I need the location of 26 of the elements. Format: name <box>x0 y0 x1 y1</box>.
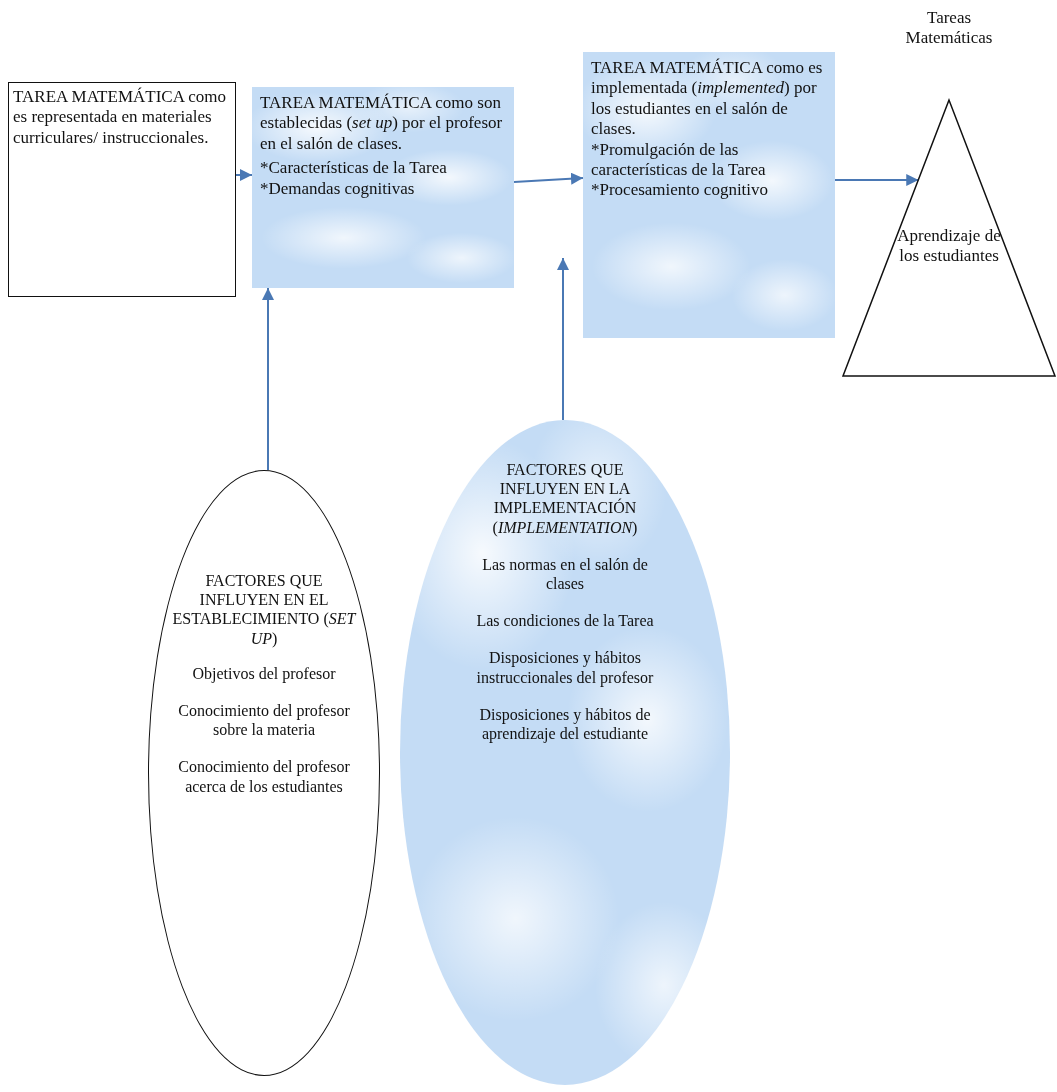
arrow <box>235 169 253 181</box>
box-text: *Promulgación de las características de la Tarea <box>591 139 766 179</box>
task-box <box>583 52 835 338</box>
box-text: Conocimiento del profesor sobre la materia <box>178 701 350 739</box>
arrow <box>834 174 920 186</box>
arrow <box>513 172 584 185</box>
box-text: Conocimiento del profesor acerca de los estudiantes <box>178 758 350 795</box>
box-heading: TAREA MATEMÁTICA como son establecidas (set up) por el profesor en el salón de clases. <box>260 93 503 153</box>
triangle-text: Aprendizaje de los estudiantes <box>897 226 1001 266</box>
box-text: *Procesamiento cognitivo <box>591 180 769 200</box>
task-box <box>8 82 236 297</box>
task-box <box>252 87 514 288</box>
arrow <box>557 257 569 421</box>
box-text: Objetivos del profesor <box>192 664 336 682</box>
box-text: *Demandas cognitivas <box>260 178 415 198</box>
box-text: Disposiciones y hábitos instruccionales del profesor <box>476 649 654 686</box>
box-heading: TAREA MATEMÁTICA como es representada en materiales curriculares/ instruccionales. <box>13 87 227 147</box>
box-heading: FACTORES QUE INFLUYEN EN LA IMPLEMENTACIÓN (IMPLEMENTATION) <box>492 461 638 536</box>
arrow <box>262 287 274 471</box>
box-text: *Características de la Tarea <box>260 158 447 178</box>
triangle-heading: Tareas Matemáticas <box>905 8 993 48</box>
box-text: Las normas en el salón de clases <box>482 555 648 592</box>
box-heading: TAREA MATEMÁTICA como es implementada (implemented) por los estudiantes en el salón de clases. <box>591 58 823 139</box>
box-heading: FACTORES QUE INFLUYEN EN EL ESTABLECIMIENTO (SET UP) <box>172 572 356 647</box>
box-text: Disposiciones y hábitos de aprendizaje del estudiante <box>479 705 651 742</box>
box-text: Las condiciones de la Tarea <box>476 612 654 630</box>
